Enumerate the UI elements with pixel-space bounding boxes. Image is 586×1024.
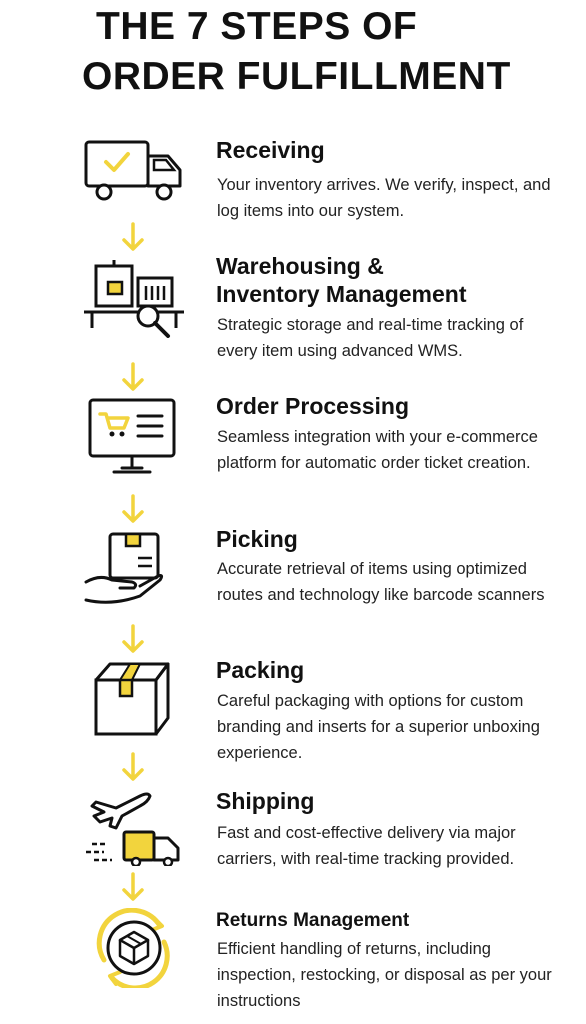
arrow-down-icon [121,752,145,782]
step-desc-returns: Efficient handling of returns, including… [217,940,552,1010]
step-title-picking: Picking [216,526,298,552]
arrow-down-icon [121,222,145,252]
arrow-down-icon [121,624,145,654]
step-title-returns: Returns Management [216,910,410,931]
step-desc-packing: Careful packaging with options for custo… [217,692,540,762]
step-desc-picking: Accurate retrieval of items using optimi… [217,560,545,604]
step-title-order-processing: Order Processing [216,393,410,419]
step-title-packing: Packing [216,657,305,683]
step-title-shipping: Shipping [216,788,315,814]
arrow-down-icon [121,494,145,524]
monitor-cart-icon [82,398,186,478]
step-desc-order-processing: Seamless integration with your e-commerc… [217,428,538,472]
step-title-receiving: Receiving [216,137,325,163]
arrow-down-icon [121,362,145,392]
delivery-truck-icon [82,132,186,212]
step-desc-warehousing: Strategic storage and real-time tracking… [217,316,524,360]
title-line-1: THE 7 STEPS OF [96,5,418,48]
arrow-down-icon [121,872,145,902]
title-line-2: ORDER FULFILLMENT [82,55,511,98]
step-title-warehousing: Warehousing & [216,253,384,279]
step-desc-shipping: Fast and cost-effective delivery via maj… [217,824,516,868]
plane-truck-icon [82,786,186,866]
returns-cycle-icon [82,908,186,988]
step-desc-receiving: Your inventory arrives. We verify, inspe… [217,176,551,220]
warehouse-magnifier-icon [82,258,186,338]
hand-package-icon [82,530,186,610]
step-title-warehousing-line-2: Inventory Management [216,281,467,307]
box-icon [82,660,186,740]
